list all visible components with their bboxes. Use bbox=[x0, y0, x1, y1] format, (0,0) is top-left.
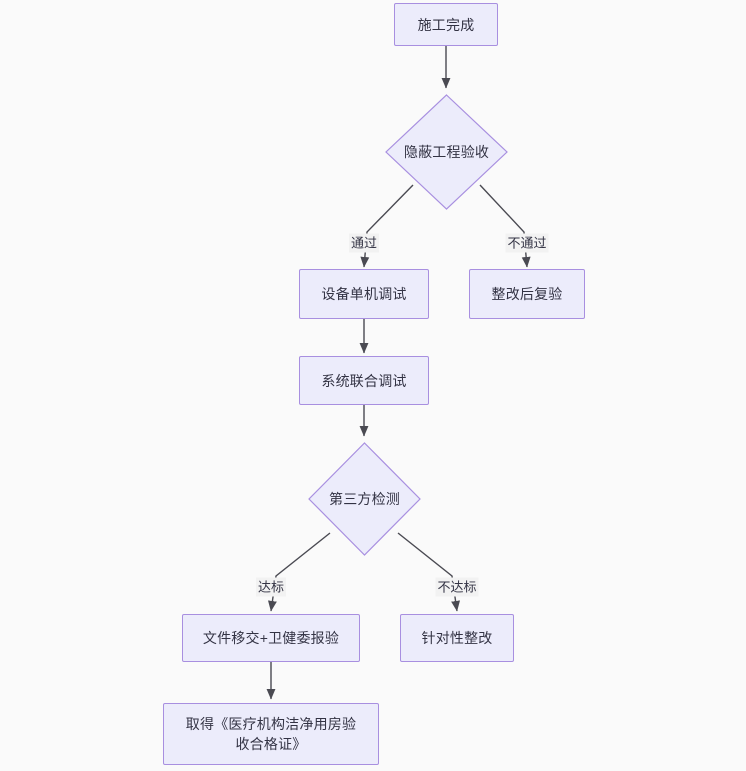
node-system-joint-commissioning[interactable]: 系统联合调试 bbox=[299, 356, 429, 405]
edge-label-pass: 通过 bbox=[348, 233, 380, 253]
edge-n6-n8 bbox=[397, 532, 461, 612]
edge-n2-n3 bbox=[360, 184, 414, 268]
node-document-handover-health-commission-inspection[interactable]: 文件移交+卫健委报验 bbox=[182, 614, 360, 662]
node-third-party-testing[interactable]: 第三方检测 bbox=[308, 442, 421, 556]
edge-n6-n7 bbox=[267, 532, 331, 612]
edge-label-meets-standard: 达标 bbox=[255, 577, 287, 597]
node-label: 系统联合调试 bbox=[321, 372, 407, 389]
node-construction-complete[interactable]: 施工完成 bbox=[394, 3, 498, 46]
node-label: 文件移交+卫健委报验 bbox=[202, 630, 340, 646]
diamond-shape bbox=[385, 94, 508, 210]
node-equipment-single-unit-commissioning[interactable]: 设备单机调试 bbox=[299, 269, 429, 319]
edge-n2-n4 bbox=[479, 184, 531, 268]
node-obtain-cleanroom-acceptance-certificate[interactable]: 取得《医疗机构洁净用房验 收合格证》 bbox=[163, 703, 379, 765]
node-label: 设备单机调试 bbox=[321, 286, 407, 302]
node-label: 针对性整改 bbox=[421, 630, 493, 646]
edge-label-below-standard: 不达标 bbox=[435, 577, 479, 597]
diamond-shape bbox=[308, 442, 421, 556]
node-label: 整改后复验 bbox=[491, 286, 563, 302]
node-reinspection-after-rectification[interactable]: 整改后复验 bbox=[469, 269, 585, 319]
node-label: 取得《医疗机构洁净用房验 收合格证》 bbox=[185, 716, 357, 752]
edge-label-fail: 不通过 bbox=[505, 233, 549, 253]
node-label: 施工完成 bbox=[417, 16, 475, 33]
node-targeted-rectification[interactable]: 针对性整改 bbox=[400, 614, 514, 662]
node-concealed-works-acceptance[interactable]: 隐蔽工程验收 bbox=[385, 94, 508, 210]
